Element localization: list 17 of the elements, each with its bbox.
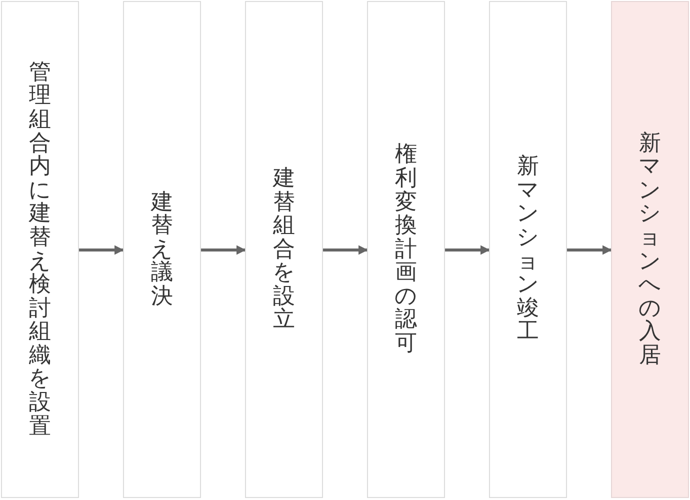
arrow — [445, 245, 490, 255]
step-box — [245, 1, 323, 498]
step-label: 新マンションへの入居 — [638, 132, 662, 368]
step-label: 建替え議決 — [150, 190, 174, 308]
step-label: 新マンション竣工 — [516, 155, 540, 344]
step-box — [1, 1, 79, 498]
step-label: 管理組合内に建替え検討組織を設置 — [28, 60, 52, 438]
step-box — [489, 1, 567, 498]
arrow — [79, 245, 124, 255]
arrow — [567, 245, 612, 255]
step-box — [123, 1, 201, 498]
step-box — [611, 1, 689, 498]
step-box — [367, 1, 445, 498]
step-label: 建替組合を設立 — [272, 166, 296, 332]
arrow — [323, 245, 368, 255]
step-label: 権利変換計画の認可 — [394, 143, 418, 356]
arrow — [201, 245, 246, 255]
